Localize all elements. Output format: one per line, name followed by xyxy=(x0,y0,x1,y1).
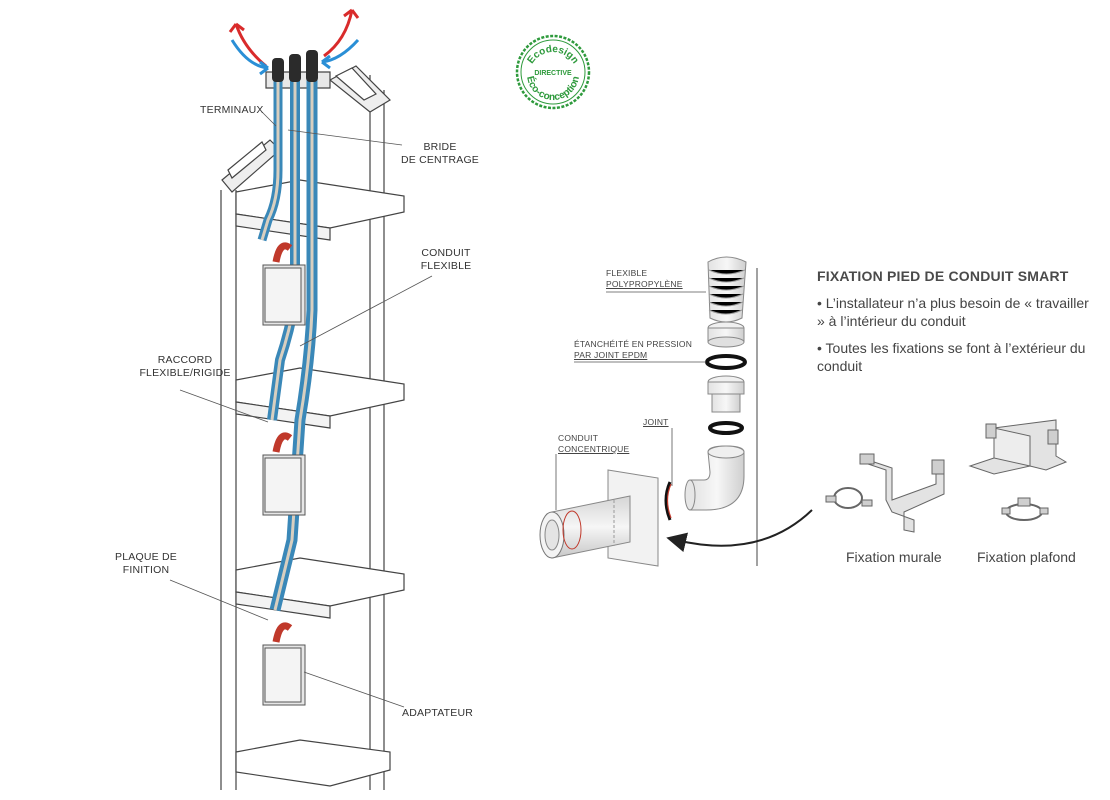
ecodesign-badge: Ecodesign DIRECTIVE Éco-conception xyxy=(515,34,591,110)
label-conduit-flexible-2: FLEXIBLE xyxy=(420,260,472,272)
caption-fixation-murale: Fixation murale xyxy=(846,549,942,565)
concentric-pipe xyxy=(539,495,631,559)
svg-text:Éco-conception: Éco-conception xyxy=(524,75,582,103)
label-concentrique-1: CONDUIT xyxy=(558,433,599,443)
label-joint: JOINT xyxy=(643,417,669,427)
flexible-pipe xyxy=(707,256,747,323)
label-adaptateur: ADAPTATEUR xyxy=(402,707,474,719)
label-bride-2: DE CENTRAGE xyxy=(400,154,480,166)
flue-pipes xyxy=(257,50,318,612)
air-flow-arrows xyxy=(228,8,360,76)
fixation-plafond-illustration xyxy=(968,419,1068,521)
info-title: FIXATION PIED DE CONDUIT SMART xyxy=(817,268,1069,284)
exploded-view xyxy=(539,256,813,567)
boiler-units xyxy=(262,242,306,706)
label-plaque-1: PLAQUE DE xyxy=(115,551,177,563)
label-plaque-2: FINITION xyxy=(122,564,170,576)
info-panel: FIXATION PIED DE CONDUIT SMART • L’insta… xyxy=(817,268,1097,384)
label-raccord-1: RACCORD xyxy=(157,354,213,366)
caption-fixation-plafond: Fixation plafond xyxy=(977,549,1076,565)
info-bullet-2: • Toutes les fixations se font à l’extér… xyxy=(817,340,1086,374)
fixation-murale-illustration xyxy=(825,453,945,533)
info-bullet-1: • L’installateur n’a plus besoin de « tr… xyxy=(817,295,1089,329)
leader-lines xyxy=(169,111,433,708)
label-raccord-2: FLEXIBLE/RIGIDE xyxy=(139,367,231,379)
badge-bottom-text: Éco-conception xyxy=(524,75,582,103)
svg-text:Ecodesign: Ecodesign xyxy=(525,44,580,66)
label-etancheite-2: PAR JOINT EPDM xyxy=(574,350,648,360)
label-etancheite-1: ÉTANCHÉITÉ EN PRESSION xyxy=(574,339,693,349)
label-bride-1: BRIDE xyxy=(423,141,457,153)
label-flexible-1: FLEXIBLE xyxy=(606,268,648,278)
label-flexible-2: POLYPROPYLÈNE xyxy=(606,279,683,289)
label-concentrique-2: CONCENTRIQUE xyxy=(558,444,630,454)
label-terminaux: TERMINAUX xyxy=(200,104,264,116)
label-conduit-flexible-1: CONDUIT xyxy=(421,247,471,259)
badge-middle-text: DIRECTIVE xyxy=(534,70,572,77)
badge-top-text: Ecodesign xyxy=(525,44,580,66)
